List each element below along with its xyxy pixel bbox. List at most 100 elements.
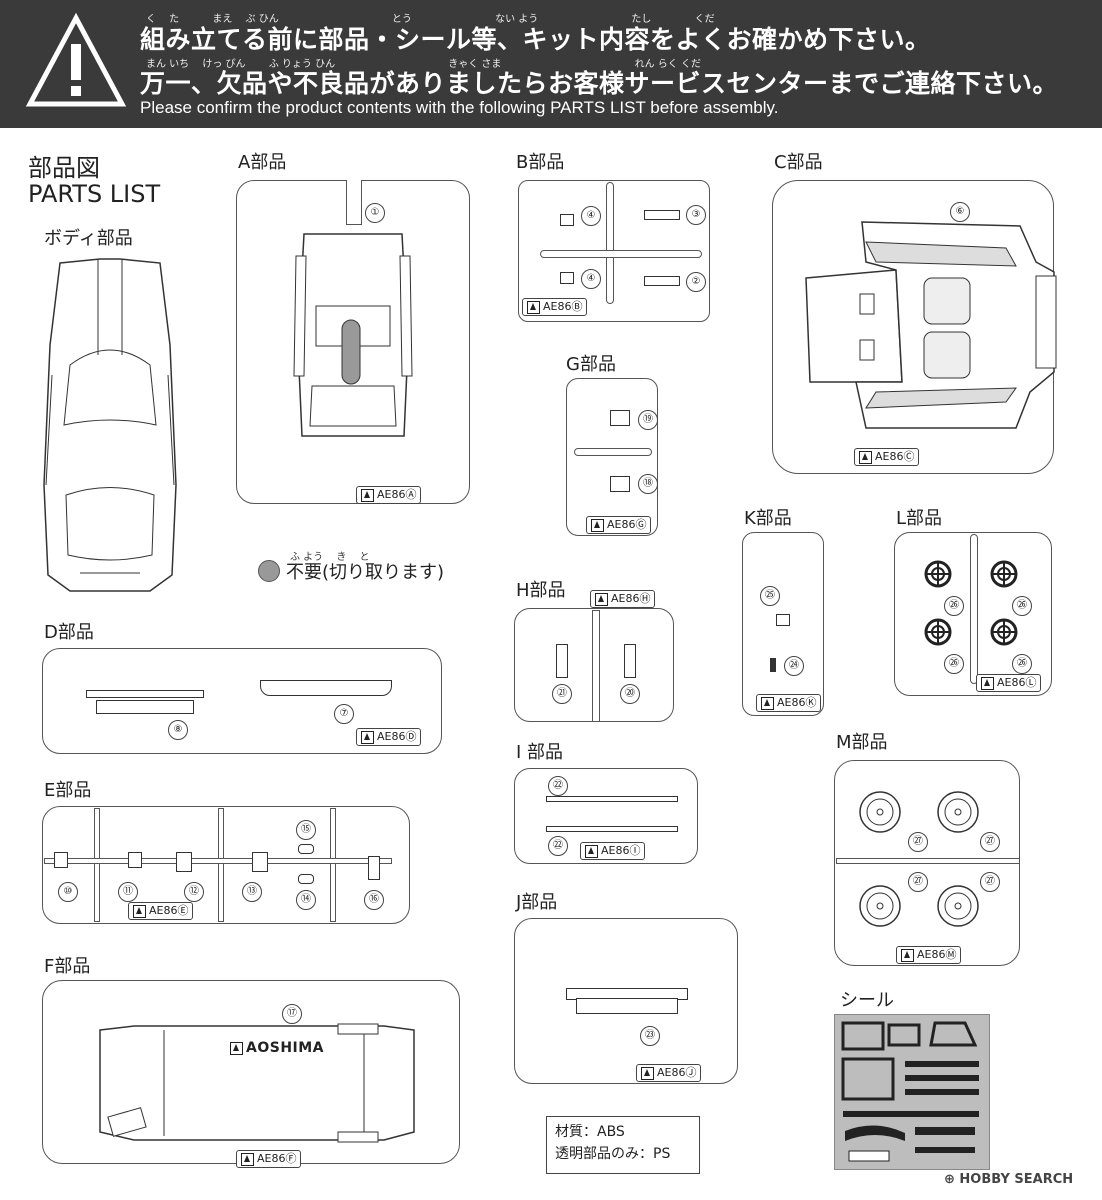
runner-d-tag: AE86Ⓓ — [356, 728, 422, 746]
tire-icon — [937, 885, 979, 927]
part-number-7: ⑦ — [334, 704, 354, 724]
material-line-1: 材質：ABS — [555, 1124, 625, 1140]
part-8 — [96, 700, 194, 714]
warning-icon — [25, 12, 127, 107]
group-c-label: C部品 — [774, 152, 823, 173]
part-21 — [556, 644, 568, 678]
runner-k-tag-text: AE86Ⓚ — [777, 696, 817, 709]
aoshima-floor-logo-text: AOSHIMA — [246, 1040, 325, 1056]
watermark: ⊕ HOBBY SEARCH — [944, 1172, 1073, 1187]
part-number-13: ⑬ — [242, 882, 262, 902]
part-24 — [770, 658, 776, 672]
runner-a-tag-text: AE86Ⓐ — [377, 488, 417, 501]
part-23-body — [576, 998, 678, 1014]
unneeded-marker-icon — [258, 560, 280, 582]
legend-ruby: ふ よう き と — [290, 552, 370, 563]
part-number-6: ⑥ — [950, 202, 970, 222]
part-number-4-b: ④ — [581, 269, 601, 289]
aoshima-logo-icon — [230, 1041, 243, 1055]
runner-g-crossbar — [574, 448, 652, 456]
runner-k-tag: AE86Ⓚ — [756, 694, 822, 712]
runner-j-tag: AE86Ⓙ — [636, 1064, 702, 1082]
body-part-drawing — [43, 258, 177, 592]
group-e-label: E部品 — [44, 780, 92, 801]
runner-i-tag: AE86Ⓘ — [580, 842, 646, 860]
part-number-26-d: ㉖ — [1012, 654, 1032, 674]
runner-a-gate — [346, 180, 362, 225]
aoshima-logo-icon — [641, 1066, 654, 1080]
part-14 — [298, 874, 314, 884]
aoshima-logo-icon — [361, 488, 374, 502]
part-25 — [776, 614, 790, 626]
part-number-22-a: ㉒ — [548, 776, 568, 796]
part-number-17: ⑰ — [282, 1004, 302, 1024]
part-number-15: ⑮ — [296, 820, 316, 840]
part-number-26-c: ㉖ — [944, 654, 964, 674]
decal-sheet — [834, 1014, 990, 1170]
aoshima-logo-icon — [859, 450, 872, 464]
runner-g — [566, 378, 658, 536]
part-number-10: ⑩ — [58, 882, 78, 902]
tire-icon — [937, 791, 979, 833]
part-number-12: ⑫ — [184, 882, 204, 902]
part-7 — [260, 680, 392, 696]
material-box: 材質：ABS 透明部品のみ：PS — [546, 1116, 700, 1174]
aoshima-logo-icon — [133, 904, 146, 918]
runner-h-tag-text: AE86Ⓗ — [611, 592, 651, 605]
part-number-14: ⑭ — [296, 890, 316, 910]
part-number-27-b: ㉗ — [980, 832, 1000, 852]
part-number-27-a: ㉗ — [908, 832, 928, 852]
runner-h-tag: AE86Ⓗ — [590, 590, 656, 608]
wheel-icon — [990, 618, 1018, 646]
part-10 — [54, 852, 68, 868]
part-number-21: ㉑ — [552, 684, 572, 704]
part-8-top — [86, 690, 204, 698]
group-m-label: M部品 — [836, 732, 888, 753]
group-b-label: B部品 — [516, 152, 565, 173]
group-a-label: A部品 — [238, 152, 287, 173]
part-19 — [610, 410, 630, 426]
warning-banner: く た まえ ぶ ひん とう ない よう たし くだ 組み立てる前に部品・シール… — [0, 0, 1102, 128]
part-12 — [176, 852, 192, 872]
runner-e — [42, 806, 410, 924]
part-4-lower — [560, 272, 574, 284]
material-line-2: 透明部品のみ：PS — [555, 1146, 671, 1162]
part-number-26-b: ㉖ — [1012, 596, 1032, 616]
seal-label: シール — [840, 990, 894, 1011]
runner-e-divider-1 — [94, 808, 100, 922]
runner-h-divider — [592, 610, 600, 722]
decal-graphics — [841, 1021, 979, 1162]
part-number-25: ㉕ — [760, 586, 780, 606]
part-22-upper — [546, 796, 678, 802]
group-g-label: G部品 — [566, 354, 616, 375]
runner-b-divider — [606, 182, 614, 304]
part-4-upper — [560, 214, 574, 226]
runner-d-tag-text: AE86Ⓓ — [377, 730, 417, 743]
part-c-interior — [805, 221, 1057, 429]
part-number-19: ⑲ — [638, 410, 658, 430]
runner-l-tag-text: AE86Ⓛ — [997, 676, 1037, 689]
wheel-icon — [990, 560, 1018, 588]
runner-l-divider — [970, 534, 978, 684]
aoshima-logo-icon — [761, 696, 774, 710]
runner-e-crossbar — [44, 858, 392, 864]
runner-j-tag-text: AE86Ⓙ — [657, 1066, 697, 1079]
aoshima-logo-icon — [595, 592, 608, 606]
part-13 — [252, 852, 268, 872]
wheel-icon — [924, 618, 952, 646]
group-f-label: F部品 — [44, 956, 91, 977]
runner-m-tag-text: AE86Ⓜ — [917, 948, 957, 961]
runner-b-crossbar — [540, 250, 702, 258]
group-j-label: J部品 — [516, 892, 558, 913]
runner-i-tag-text: AE86Ⓘ — [601, 844, 641, 857]
aoshima-logo-icon — [241, 1152, 254, 1166]
group-d-label: D部品 — [44, 622, 94, 643]
banner-ruby-1: く た まえ ぶ ひん とう ない よう たし くだ — [146, 14, 715, 25]
part-2 — [644, 276, 680, 286]
part-number-2: ② — [686, 272, 706, 292]
part-number-22-b: ㉒ — [548, 836, 568, 856]
part-number-8: ⑧ — [168, 720, 188, 740]
banner-line-2: 万一、欠品や不良品がありましたらお客様サービスセンターまでご連絡下さい。 — [140, 69, 1059, 98]
group-i-label: I 部品 — [516, 742, 564, 763]
